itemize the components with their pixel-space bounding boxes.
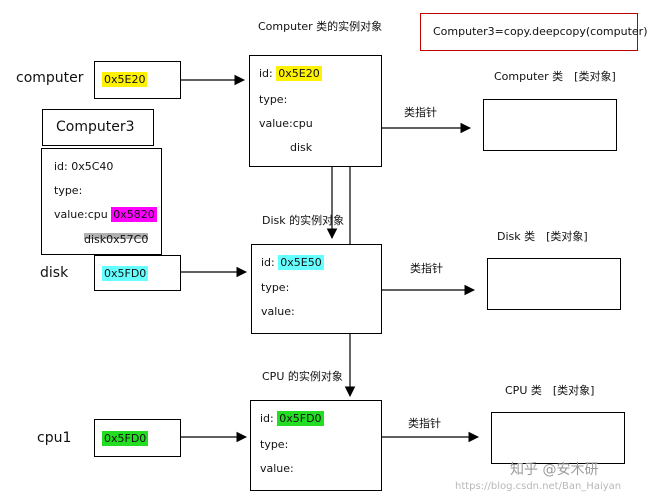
- computer-variable-box: 0x5E20: [94, 61, 181, 99]
- computer3-id: id: 0x5C40: [54, 160, 114, 173]
- computer3-disk-line: disk0x57C0: [84, 233, 149, 246]
- computer-instance-id-prefix: id:: [259, 67, 277, 80]
- formula-box: Computer3=copy.deepcopy(computer): [420, 13, 648, 51]
- disk-variable-box: 0x5FD0: [94, 255, 181, 291]
- disk-instance-id: id: 0x5E50: [261, 255, 324, 270]
- computer3-disk-ref: disk0x57C0: [84, 233, 149, 246]
- computer-instance-type: type:: [259, 93, 288, 106]
- disk-class-pointer-label: 类指针: [410, 262, 443, 275]
- disk-class-title: Disk 类 [类对象]: [497, 230, 588, 243]
- computer-instance-box: id: 0x5E20 type: value:cpu disk: [249, 55, 382, 167]
- computer-instance-id: id: 0x5E20: [259, 66, 322, 81]
- computer-variable-label: computer: [16, 70, 84, 86]
- computer-instance-title: Computer 类的实例对象: [258, 20, 383, 33]
- computer3-cpu-ref: 0x5820: [111, 207, 157, 222]
- disk-instance-id-value: 0x5E50: [278, 255, 324, 270]
- cpu1-ref-highlight: 0x5FD0: [102, 431, 149, 446]
- cpu1-variable-box: 0x5FD0: [94, 419, 181, 457]
- cpu-instance-type: type:: [260, 438, 289, 451]
- cpu1-variable-label: cpu1: [37, 430, 72, 446]
- computer-instance-value: value:cpu: [259, 117, 313, 130]
- cpu-class-title: CPU 类 [类对象]: [505, 384, 595, 397]
- disk-instance-id-prefix: id:: [261, 256, 279, 269]
- cpu-class-pointer-label: 类指针: [408, 417, 441, 430]
- computer-instance-disk: disk: [290, 141, 313, 154]
- formula-text: Computer3=copy.deepcopy(computer): [433, 25, 648, 38]
- computer3-value-prefix: value:cpu: [54, 208, 112, 221]
- cpu-instance-box: id: 0x5FD0 type: value:: [250, 400, 382, 491]
- cpu-class-box: [491, 412, 625, 464]
- disk-instance-type: type:: [261, 281, 290, 294]
- disk-ref-highlight: 0x5FD0: [102, 266, 149, 281]
- computer-class-title: Computer 类 [类对象]: [494, 70, 616, 83]
- computer-class-box: [483, 99, 617, 151]
- watermark-url: https://blog.csdn.net/Ban_Haiyan: [455, 481, 622, 492]
- cpu-instance-value: value:: [260, 462, 294, 475]
- computer3-label-box: Computer3: [42, 109, 154, 146]
- cpu-instance-id-value: 0x5FD0: [277, 411, 324, 426]
- disk-class-box: [487, 258, 621, 310]
- disk-instance-value: value:: [261, 305, 295, 318]
- computer-class-pointer-label: 类指针: [404, 106, 437, 119]
- disk-instance-title: Disk 的实例对象: [262, 214, 345, 227]
- disk-variable-label: disk: [40, 265, 69, 281]
- disk-instance-box: id: 0x5E50 type: value:: [251, 244, 382, 334]
- cpu-instance-id: id: 0x5FD0: [260, 411, 324, 426]
- computer-instance-id-value: 0x5E20: [276, 66, 322, 81]
- computer3-label: Computer3: [56, 119, 135, 135]
- cpu-instance-title: CPU 的实例对象: [262, 370, 343, 383]
- cpu-instance-id-prefix: id:: [260, 412, 278, 425]
- computer3-object-box: id: 0x5C40 type: value:cpu 0x5820 disk0x…: [41, 148, 162, 255]
- computer3-type: type:: [54, 184, 83, 197]
- computer-ref-highlight: 0x5E20: [102, 72, 148, 87]
- watermark-text: 知乎 @安木研: [510, 462, 599, 478]
- computer3-value-line: value:cpu 0x5820: [54, 207, 157, 222]
